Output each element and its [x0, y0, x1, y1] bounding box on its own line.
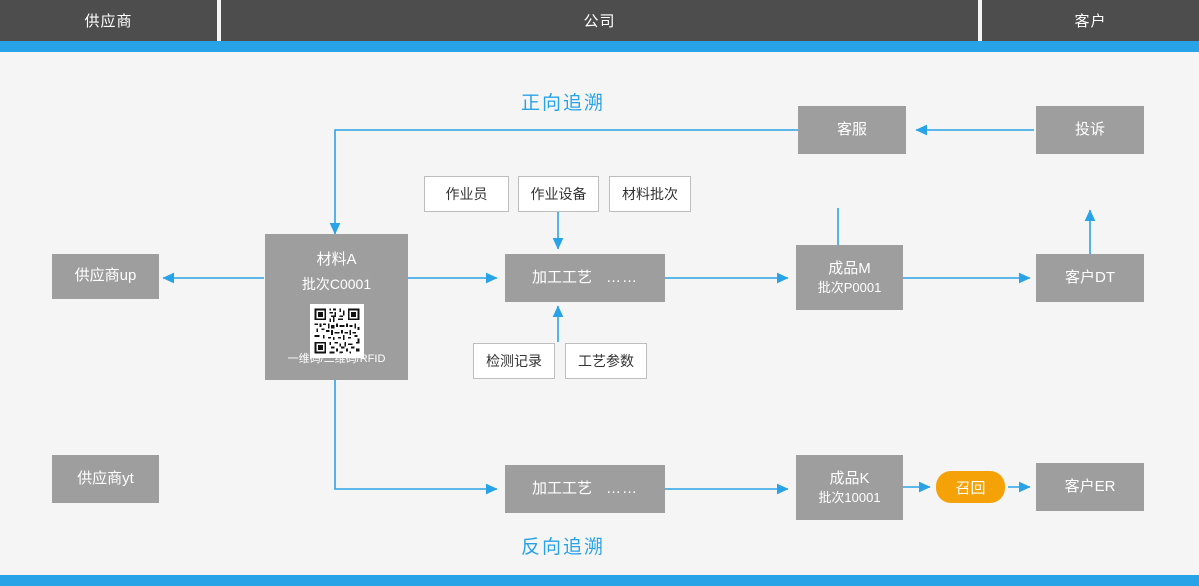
attr-material-batch-label: 材料批次	[622, 186, 678, 202]
attr-inspection-record-label: 检测记录	[486, 353, 542, 369]
swimlane-customer: 客户	[982, 0, 1199, 50]
diagram-canvas: 正向追溯 反向追溯 客服 投诉 作业员 作业设备 材料批次 材料A 批次C000…	[0, 52, 1199, 575]
node-material-a-batch: 批次C0001	[301, 276, 372, 292]
node-customer-service-label: 客服	[836, 120, 867, 138]
node-customer-dt-label: 客户DT	[1065, 268, 1115, 286]
swimlane-header: 供应商 公司 客户	[0, 0, 1199, 50]
attr-process-parameter[interactable]: 工艺参数	[565, 343, 647, 379]
attr-inspection-record[interactable]: 检测记录	[473, 343, 555, 379]
swimlane-customer-label: 客户	[1074, 13, 1107, 30]
node-recall[interactable]: 召回	[936, 471, 1005, 503]
attr-material-batch[interactable]: 材料批次	[609, 176, 691, 212]
node-process-top[interactable]: 加工工艺 ……	[505, 254, 665, 302]
forward-trace-label: 正向追溯	[521, 93, 606, 114]
attr-process-parameter-label: 工艺参数	[578, 353, 634, 369]
backward-trace-label: 反向追溯	[521, 537, 606, 558]
node-complaint[interactable]: 投诉	[1036, 106, 1144, 154]
node-process-bottom-label: 加工工艺	[531, 479, 592, 497]
node-supplier-up-label: 供应商up	[74, 267, 137, 285]
node-supplier-yt-label: 供应商yt	[77, 469, 134, 487]
node-process-top-dots: ……	[606, 268, 638, 286]
swimlane-supplier-label: 供应商	[84, 13, 133, 30]
swimlane-company-label: 公司	[583, 13, 616, 30]
node-product-k-title: 成品K	[829, 469, 870, 487]
top-accent-bar	[0, 41, 1199, 52]
node-complaint-label: 投诉	[1074, 120, 1105, 138]
node-recall-label: 召回	[955, 479, 986, 497]
node-supplier-yt[interactable]: 供应商yt	[52, 455, 159, 503]
attr-operator-label: 作业员	[445, 186, 488, 202]
qr-code-icon	[309, 304, 364, 358]
node-material-a-title: 材料A	[316, 251, 357, 268]
node-product-k-batch: 批次10001	[818, 489, 881, 505]
node-product-m-batch: 批次P0001	[817, 279, 882, 295]
node-product-m[interactable]: 成品M 批次P0001	[796, 245, 903, 310]
node-customer-er-label: 客户ER	[1064, 477, 1116, 495]
attr-equipment-label: 作业设备	[530, 186, 587, 202]
bottom-accent-bar	[0, 575, 1199, 586]
attr-operator[interactable]: 作业员	[424, 176, 509, 212]
node-process-bottom-dots: ……	[606, 479, 638, 497]
node-customer-dt[interactable]: 客户DT	[1036, 254, 1144, 302]
node-process-bottom[interactable]: 加工工艺 ……	[505, 465, 665, 513]
swimlane-company: 公司	[221, 0, 978, 50]
attr-equipment[interactable]: 作业设备	[518, 176, 599, 212]
node-supplier-up[interactable]: 供应商up	[52, 254, 159, 299]
node-product-m-title: 成品M	[828, 259, 871, 277]
node-material-a[interactable]: 材料A 批次C0001	[265, 234, 408, 380]
node-customer-service[interactable]: 客服	[798, 106, 906, 154]
swimlane-supplier: 供应商	[0, 0, 217, 50]
node-product-k[interactable]: 成品K 批次10001	[796, 455, 903, 520]
node-process-top-label: 加工工艺	[531, 268, 592, 286]
node-customer-er[interactable]: 客户ER	[1036, 463, 1144, 511]
node-material-a-footer: 一维码/二维码/RFID	[287, 353, 386, 365]
